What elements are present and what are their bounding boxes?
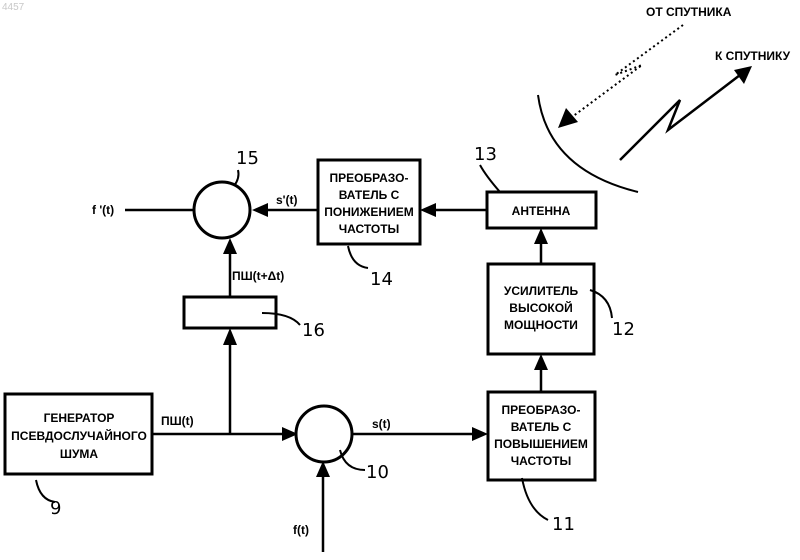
ref-number-10: 10 bbox=[366, 462, 389, 483]
s-arrow-icon bbox=[472, 427, 488, 441]
f-prime-signal-label: f '(t) bbox=[92, 203, 114, 217]
ref-number-12: 12 bbox=[612, 319, 635, 340]
downconverter-line-4: ЧАСТОТЫ bbox=[339, 222, 400, 236]
amplifier-line-2: ВЫСОКОЙ bbox=[509, 300, 572, 315]
ref-number-9: 9 bbox=[50, 498, 61, 519]
downconverter-line-3: ПОНИЖЕНИЕМ bbox=[324, 205, 413, 219]
to-satellite-label: К СПУТНИКУ bbox=[715, 49, 791, 63]
generator-line-1: ГЕНЕРАТОР bbox=[44, 411, 115, 425]
outgoing-arrow-icon bbox=[734, 66, 752, 84]
s-prime-signal-label: s'(t) bbox=[276, 193, 298, 207]
ref-number-14: 14 bbox=[370, 269, 393, 290]
upconverter-block: ПРЕОБРАЗО- ВАТЕЛЬ С ПОВЫШЕНИЕМ ЧАСТОТЫ bbox=[488, 392, 595, 480]
downconverter-line-2: ВАТЕЛЬ С bbox=[339, 188, 400, 202]
s-prime-arrow-icon bbox=[252, 203, 268, 217]
pn-signal-label: ПШ(t) bbox=[161, 414, 194, 428]
antenna-label: АНТЕННА bbox=[512, 204, 571, 218]
pn-delayed-arrow-icon bbox=[223, 238, 237, 254]
s-signal-label: s(t) bbox=[372, 417, 391, 431]
downconverter-block: ПРЕОБРАЗО- ВАТЕЛЬ С ПОНИЖЕНИЕМ ЧАСТОТЫ bbox=[318, 160, 420, 244]
generator-line-3: ШУМА bbox=[60, 447, 99, 461]
upconverter-line-3: ПОВЫШЕНИЕМ bbox=[494, 437, 588, 451]
rx-mixer-circle bbox=[194, 182, 250, 238]
ref-number-16: 16 bbox=[302, 320, 325, 341]
ref-number-15: 15 bbox=[236, 148, 259, 169]
upconverter-line-1: ПРЕОБРАЗО- bbox=[502, 403, 581, 417]
f-signal-label: f(t) bbox=[293, 523, 309, 537]
amp-input-arrow-icon bbox=[534, 354, 548, 370]
leader-14 bbox=[348, 246, 368, 268]
ref-number-11: 11 bbox=[552, 514, 575, 535]
generator-block: ГЕНЕРАТОР ПСЕВДОСЛУЧАЙНОГО ШУМА bbox=[5, 394, 152, 474]
watermark-number: 4457 bbox=[2, 2, 25, 13]
antenna-block: АНТЕННА bbox=[487, 192, 596, 228]
amplifier-line-3: МОЩНОСТИ bbox=[504, 318, 578, 332]
down-input-arrow-icon bbox=[420, 203, 436, 217]
ref-number-13: 13 bbox=[474, 144, 497, 165]
delay-input-arrow-icon bbox=[223, 328, 237, 345]
leader-15 bbox=[234, 170, 239, 186]
antenna-input-arrow-icon bbox=[534, 228, 548, 244]
amplifier-line-1: УСИЛИТЕЛЬ bbox=[504, 284, 579, 298]
incoming-signal-path bbox=[572, 25, 683, 117]
tx-mixer-circle bbox=[296, 406, 352, 462]
leader-11 bbox=[522, 478, 548, 520]
antenna-dish-icon bbox=[538, 95, 638, 192]
upconverter-line-4: ЧАСТОТЫ bbox=[511, 454, 572, 468]
incoming-arrow-icon bbox=[558, 108, 578, 128]
upconverter-line-2: ВАТЕЛЬ С bbox=[511, 420, 572, 434]
downconverter-line-1: ПРЕОБРАЗО- bbox=[330, 171, 409, 185]
amplifier-block: УСИЛИТЕЛЬ ВЫСОКОЙ МОЩНОСТИ bbox=[488, 264, 594, 354]
leader-13 bbox=[480, 165, 500, 192]
from-satellite-label: ОТ СПУТНИКА bbox=[646, 5, 732, 19]
pn-delayed-signal-label: ПШ(t+Δt) bbox=[232, 269, 284, 283]
outgoing-signal-path bbox=[620, 75, 740, 160]
generator-line-2: ПСЕВДОСЛУЧАЙНОГО bbox=[11, 428, 147, 443]
